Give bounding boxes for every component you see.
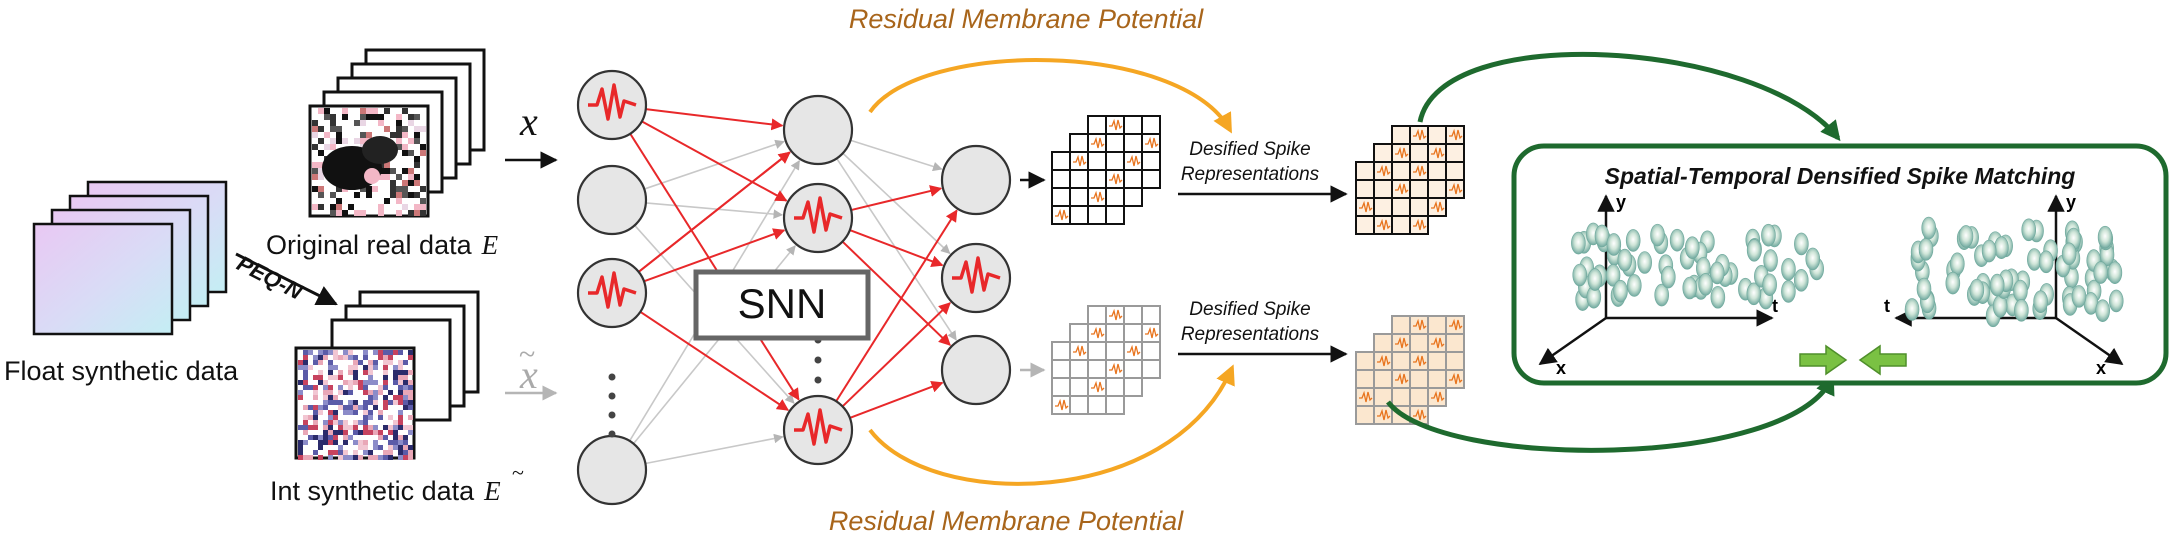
right-axis-x: x [2096, 358, 2106, 378]
snn-box [693, 269, 871, 341]
connection [645, 433, 784, 465]
green-arc-bottom [1386, 374, 1835, 453]
match-arrow-left [1858, 344, 1907, 376]
spike-connection [638, 151, 791, 273]
int-synthetic-stack [294, 290, 480, 460]
layer1-ellipsis [608, 373, 616, 438]
layer2-ellipsis [814, 336, 822, 384]
connection [836, 157, 957, 341]
spike-connection [850, 185, 943, 212]
left-axes [1538, 194, 1774, 366]
residual-arc-bottom [868, 364, 1235, 486]
dsr-top-line1: Desified Spike [1189, 139, 1310, 160]
spike-connection [639, 310, 790, 411]
x-tilde-symbol: x [519, 352, 538, 397]
spike-cloud-right [1904, 216, 2124, 328]
right-axis-y: y [2066, 192, 2076, 212]
neuron-l3-1 [940, 242, 1012, 314]
spike-connection [629, 133, 800, 401]
spike-connection [841, 240, 951, 346]
neuron-l2-0 [782, 94, 854, 166]
neuron-l3-2 [940, 334, 1012, 406]
match-arrow-right [1799, 344, 1848, 376]
green-arc-top [1417, 51, 1841, 142]
spike-connection [841, 302, 951, 408]
dsr-bottom-line1: Desified Spike [1189, 299, 1310, 320]
snn-label: SNN [738, 280, 827, 327]
connection [645, 202, 784, 219]
neuron-l1-2 [576, 257, 648, 329]
spike-connection [849, 229, 944, 267]
residual-arc-top [868, 58, 1232, 134]
connection [842, 152, 951, 255]
neuron-l1-0 [576, 69, 648, 141]
spike-connection [643, 228, 786, 283]
neuron-l1-3 [576, 434, 648, 506]
spike-grid-real [1051, 115, 1161, 225]
float-synthetic-stack [32, 180, 228, 336]
matching-panel [1511, 143, 2169, 386]
right-axis-t: t [1884, 296, 1890, 316]
spike-connection [645, 108, 784, 131]
connection [850, 139, 943, 172]
e-tilde-mark: ~ [512, 460, 524, 485]
snn-neurons [576, 69, 1012, 506]
left-axis-y: y [1616, 192, 1626, 212]
left-axis-x: x [1556, 358, 1566, 378]
left-axis-t: t [1772, 296, 1778, 316]
dsr-bottom-line2: Representations [1181, 324, 1320, 345]
spike-connection [835, 209, 958, 402]
spike-connection [641, 120, 788, 202]
x-tilde-mark: ~ [519, 338, 535, 371]
peq-arrow [235, 252, 338, 306]
neuron-l2-2 [782, 394, 854, 466]
residual-label-top: Residual Membrane Potential [849, 4, 1204, 34]
spike-cloud-left [1571, 222, 1825, 311]
densified-grid-synthetic [1355, 315, 1465, 425]
snn-connections [628, 108, 958, 465]
residual-label-bottom: Residual Membrane Potential [829, 506, 1184, 536]
spike-grid-synthetic [1051, 305, 1161, 415]
real-data-stack [308, 48, 486, 218]
float-synthetic-label: Float synthetic data [4, 356, 239, 386]
densified-grid-real [1355, 125, 1465, 235]
spike-connection [849, 381, 944, 419]
x-symbol: x [519, 99, 538, 144]
neuron-l3-0 [940, 144, 1012, 216]
neuron-l2-1 [782, 182, 854, 254]
matching-title: Spatial-Temporal Densified Spike Matchin… [1605, 163, 2076, 189]
connection [643, 139, 785, 190]
dsr-top-line2: Representations [1181, 164, 1320, 185]
neuron-l1-1 [576, 164, 648, 236]
